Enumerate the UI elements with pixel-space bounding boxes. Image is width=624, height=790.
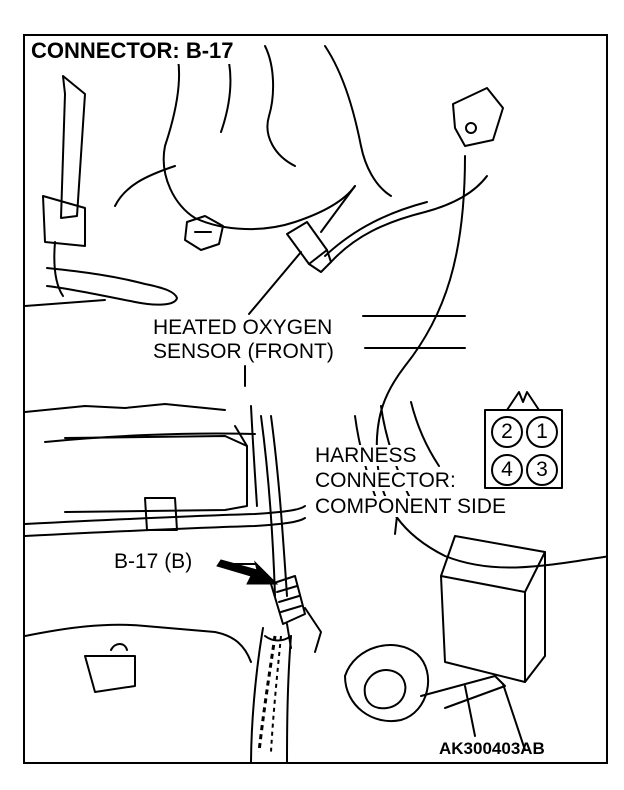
left-bracket: [64, 435, 248, 513]
pin-1: 1: [526, 416, 558, 448]
harness-label-line1: HARNESS: [313, 444, 419, 467]
lower-bracket: [25, 623, 252, 663]
vertical-harness: [260, 415, 276, 597]
figure-code: AK300403AB: [439, 739, 545, 758]
manifold-bolt: [184, 215, 224, 251]
pin-block-outline: [484, 409, 563, 489]
diagram-frame: CONNECTOR: B-17 HEATED OXYGEN SENSOR (FR…: [23, 34, 608, 764]
relay-box: [440, 535, 546, 683]
pin-3: 3: [526, 454, 558, 486]
harness-label-line2: CONNECTOR:: [313, 469, 458, 492]
bracket-top-right: [452, 87, 504, 147]
b17-connector-body: [270, 575, 306, 625]
lower-hose: [250, 627, 264, 762]
connector-title: CONNECTOR: B-17: [31, 40, 237, 64]
pin-2: 2: [491, 416, 523, 448]
sensor-lead: [330, 175, 488, 263]
upper-left-hose: [60, 75, 86, 219]
pipe-tube: [46, 267, 178, 306]
round-mount: [344, 644, 430, 723]
harness-bundle: [25, 505, 306, 525]
leader-sensor: [248, 251, 302, 315]
harness-label-line3: COMPONENT SIDE: [313, 495, 508, 518]
pin-4: 4: [491, 454, 523, 486]
oxygen-sensor-body: [286, 221, 328, 265]
sensor-label-line1: HEATED OXYGEN: [151, 316, 335, 339]
engine-bay-illustration: [25, 45, 606, 762]
sensor-label-line2: SENSOR (FRONT): [151, 340, 336, 363]
dashed-cable: [257, 635, 277, 753]
connector-callout: B-17 (B): [111, 551, 196, 572]
leader-harness: [394, 515, 398, 535]
b17-arrow: [216, 559, 279, 585]
exhaust-manifold: [162, 45, 356, 231]
